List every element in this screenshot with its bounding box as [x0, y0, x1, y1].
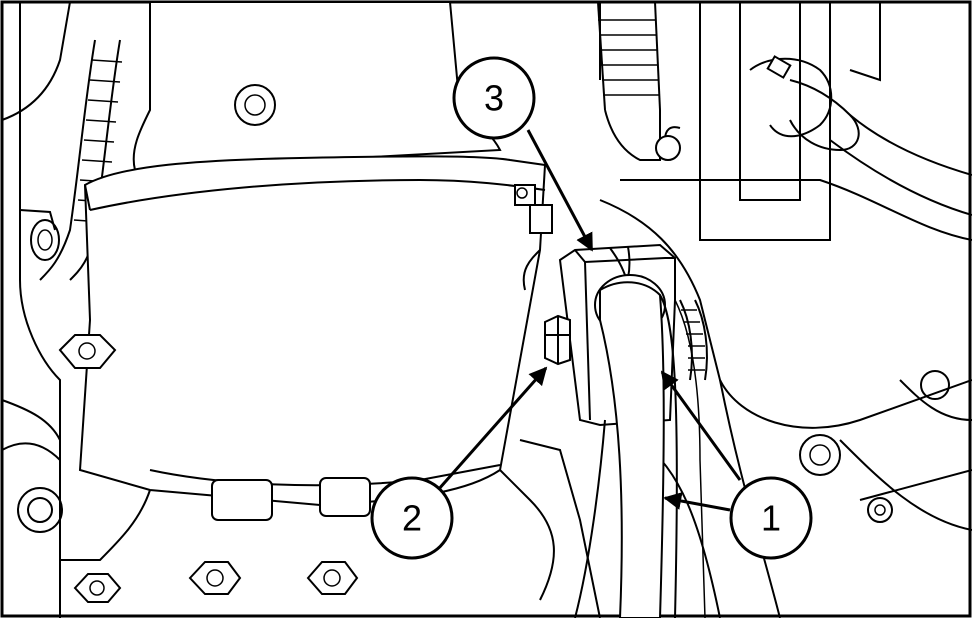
- conduit-right-of-clamp: [679, 299, 708, 381]
- hex-bolt-bottom-left: [188, 561, 242, 595]
- leader-line-callout-1-upper: [660, 370, 742, 481]
- hex-bolt-bottom-corner: [73, 573, 122, 603]
- leader-line-callout-2: [436, 366, 548, 491]
- callout-3: 3: [452, 56, 536, 140]
- leader-line-callout-1-lower: [663, 492, 731, 512]
- oil-filter-housing: [60, 1, 555, 601]
- bracket-left: [19, 209, 56, 231]
- sensor-fitting: [514, 184, 553, 234]
- clamp-bolt: [544, 314, 571, 366]
- svg-text:2: 2: [402, 498, 422, 539]
- hex-bolt-bottom-center: [306, 561, 359, 595]
- hose-clip-top-right: [749, 55, 972, 216]
- callout-1: 1: [729, 476, 813, 560]
- coolant-hoses: [574, 281, 706, 618]
- leader-lines: [436, 129, 742, 512]
- fitting-left-lower: [1, 399, 63, 533]
- callout-2: 2: [370, 476, 454, 560]
- svg-text:3: 3: [484, 78, 504, 119]
- svg-text:1: 1: [761, 498, 781, 539]
- leader-line-callout-3: [526, 129, 594, 252]
- wiring-harness-top: [597, 1, 681, 161]
- hex-bolt-left: [58, 334, 117, 369]
